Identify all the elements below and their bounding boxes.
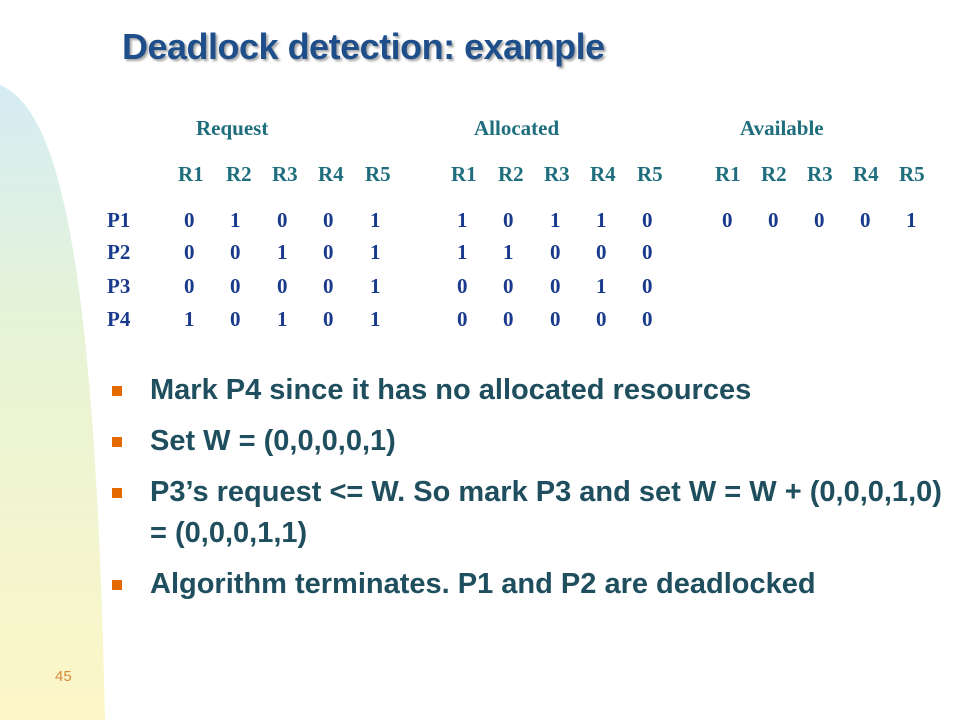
allocated-cell: 1 xyxy=(457,208,468,232)
resource-header: R3 xyxy=(272,162,298,186)
request-cell: 1 xyxy=(370,307,381,331)
bullet-item: Set W = (0,0,0,0,1) xyxy=(112,421,942,462)
resource-header: R2 xyxy=(761,162,787,186)
available-cell: 0 xyxy=(768,208,779,232)
resource-header: R2 xyxy=(226,162,252,186)
request-cell: 0 xyxy=(230,274,241,298)
resource-header: R1 xyxy=(715,162,741,186)
request-cell: 1 xyxy=(370,240,381,264)
square-bullet-icon xyxy=(112,437,122,447)
allocated-cell: 0 xyxy=(503,208,514,232)
allocated-cell: 0 xyxy=(642,208,653,232)
request-cell: 1 xyxy=(370,208,381,232)
allocated-cell: 1 xyxy=(457,240,468,264)
resource-header: R3 xyxy=(544,162,570,186)
group-header-allocated: Allocated xyxy=(474,116,560,140)
allocated-cell: 0 xyxy=(550,307,561,331)
decorative-side-band xyxy=(0,0,110,720)
request-cell: 0 xyxy=(184,240,195,264)
available-cell: 0 xyxy=(814,208,825,232)
allocated-cell: 0 xyxy=(642,240,653,264)
request-cell: 0 xyxy=(277,274,288,298)
request-cell: 0 xyxy=(323,274,334,298)
request-cell: 1 xyxy=(184,307,195,331)
allocated-cell: 0 xyxy=(503,274,514,298)
available-cell: 1 xyxy=(906,208,917,232)
process-label-p1: P1 xyxy=(107,208,131,232)
allocated-cell: 0 xyxy=(550,240,561,264)
square-bullet-icon xyxy=(112,488,122,498)
request-cell: 1 xyxy=(370,274,381,298)
bullet-list: Mark P4 since it has no allocated resour… xyxy=(112,370,942,615)
allocated-cell: 0 xyxy=(596,240,607,264)
resource-header: R4 xyxy=(590,162,616,186)
resource-header: R2 xyxy=(498,162,524,186)
request-cell: 1 xyxy=(277,307,288,331)
square-bullet-icon xyxy=(112,580,122,590)
available-cell: 0 xyxy=(860,208,871,232)
request-cell: 0 xyxy=(323,240,334,264)
request-cell: 0 xyxy=(184,274,195,298)
resource-header: R4 xyxy=(318,162,344,186)
request-cell: 0 xyxy=(323,208,334,232)
bullet-text: Mark P4 since it has no allocated resour… xyxy=(150,374,752,406)
request-cell: 1 xyxy=(230,208,241,232)
allocated-cell: 1 xyxy=(550,208,561,232)
bullet-item: Mark P4 since it has no allocated resour… xyxy=(112,370,942,411)
slide-title: Deadlock detection: example xyxy=(122,26,605,67)
request-cell: 1 xyxy=(277,240,288,264)
request-cell: 0 xyxy=(277,208,288,232)
resource-matrices: Request Allocated Available R1 R2 R3 R4 … xyxy=(107,116,925,331)
square-bullet-icon xyxy=(112,386,122,396)
allocated-cell: 0 xyxy=(503,307,514,331)
allocated-cell: 0 xyxy=(642,274,653,298)
allocated-cell: 0 xyxy=(642,307,653,331)
process-label-p2: P2 xyxy=(107,240,131,264)
bullet-text: Algorithm terminates. P1 and P2 are dead… xyxy=(150,568,816,600)
resource-header: R5 xyxy=(365,162,391,186)
resource-header: R3 xyxy=(807,162,833,186)
resource-header: R4 xyxy=(853,162,879,186)
resource-header: R5 xyxy=(899,162,925,186)
process-label-p3: P3 xyxy=(107,274,131,298)
page-number: 45 xyxy=(55,668,72,685)
resource-header: R1 xyxy=(178,162,204,186)
bullet-item: P3’s request <= W. So mark P3 and set W … xyxy=(112,472,942,554)
bullet-item: Algorithm terminates. P1 and P2 are dead… xyxy=(112,564,942,605)
resource-header: R5 xyxy=(637,162,663,186)
bullet-text: P3’s request <= W. So mark P3 and set W … xyxy=(150,476,942,549)
request-cell: 0 xyxy=(230,240,241,264)
allocated-cell: 0 xyxy=(457,307,468,331)
allocated-cell: 0 xyxy=(550,274,561,298)
allocated-cell: 0 xyxy=(457,274,468,298)
resource-header: R1 xyxy=(451,162,477,186)
group-header-available: Available xyxy=(740,116,824,140)
allocated-cell: 1 xyxy=(596,274,607,298)
bullet-text: Set W = (0,0,0,0,1) xyxy=(150,425,396,457)
request-cell: 0 xyxy=(323,307,334,331)
allocated-cell: 0 xyxy=(596,307,607,331)
request-cell: 0 xyxy=(230,307,241,331)
allocated-cell: 1 xyxy=(596,208,607,232)
process-label-p4: P4 xyxy=(107,307,131,331)
group-header-request: Request xyxy=(196,116,269,140)
request-cell: 0 xyxy=(184,208,195,232)
side-band-curve xyxy=(0,0,110,720)
allocated-cell: 1 xyxy=(503,240,514,264)
available-cell: 0 xyxy=(722,208,733,232)
